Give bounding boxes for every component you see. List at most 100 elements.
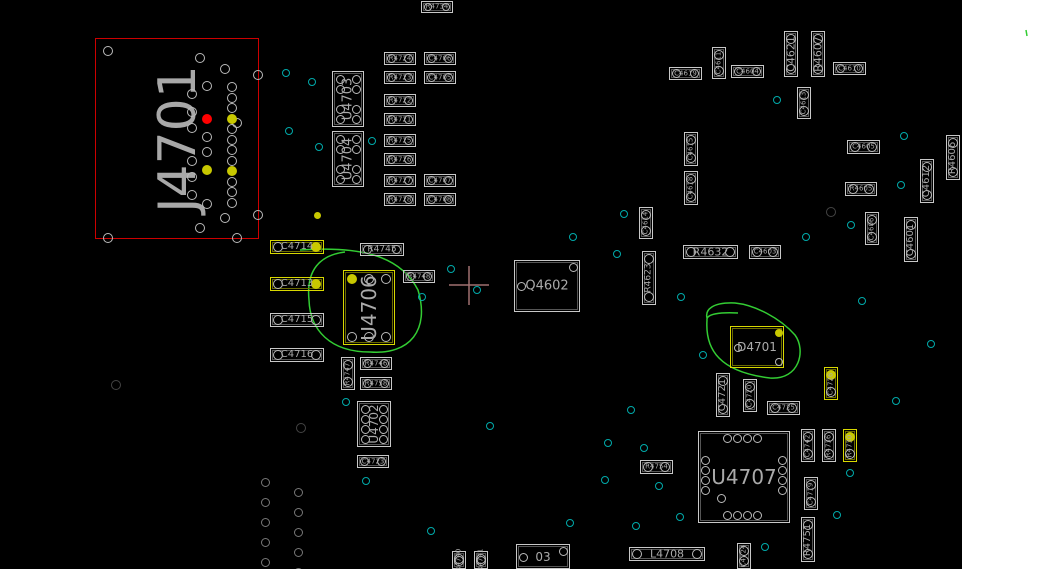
component-c4611[interactable]: C4611 bbox=[712, 47, 726, 79]
component-c4606[interactable]: C4606 bbox=[865, 212, 879, 245]
connector-pin[interactable] bbox=[220, 213, 230, 223]
component-r4728[interactable]: R4728 bbox=[384, 193, 416, 206]
selected-pin[interactable] bbox=[202, 114, 212, 124]
component-r4623[interactable]: R4623 bbox=[642, 251, 656, 305]
connector-pin[interactable] bbox=[202, 199, 212, 209]
component-r4605[interactable]: R4605 bbox=[845, 182, 877, 196]
connector-pin[interactable] bbox=[227, 155, 237, 166]
component-03[interactable]: 03 bbox=[516, 544, 570, 569]
connector-pin[interactable] bbox=[227, 82, 237, 92]
component-c4705[interactable]: C4705 bbox=[424, 71, 456, 84]
connector-pin[interactable] bbox=[253, 70, 263, 80]
component-r4751[interactable]: R4751 bbox=[801, 517, 815, 562]
component-c4619[interactable]: C4619 bbox=[669, 67, 702, 80]
component-c4725[interactable]: C4725 bbox=[767, 401, 800, 415]
component-c4603[interactable]: C4603 bbox=[749, 245, 781, 259]
connector-pin[interactable] bbox=[227, 113, 237, 124]
connector-pin[interactable] bbox=[202, 165, 212, 175]
component-r4758[interactable]: R4758 bbox=[360, 377, 392, 390]
component-c4604[interactable]: C4604 bbox=[731, 65, 764, 78]
component-r4746[interactable]: R4746 bbox=[360, 357, 392, 370]
component-c4610[interactable]: C4610 bbox=[833, 62, 866, 75]
component-c4621[interactable]: C4621 bbox=[784, 31, 798, 77]
component-c4726[interactable]: C4726 bbox=[824, 367, 838, 400]
component-c4714[interactable]: C4714 bbox=[270, 240, 324, 254]
connector-j4701[interactable]: J4701 bbox=[95, 38, 263, 243]
component-u4703[interactable]: U4703 bbox=[332, 71, 364, 127]
connector-pin[interactable] bbox=[227, 92, 237, 103]
connector-pin[interactable] bbox=[227, 176, 237, 187]
connector-pin[interactable] bbox=[227, 197, 237, 208]
component-c4742[interactable]: C4742 bbox=[801, 429, 815, 462]
component-r4632[interactable]: R4632 bbox=[683, 245, 738, 259]
component-r4734[interactable]: R4734 bbox=[421, 1, 453, 13]
component-c4721[interactable]: C4721 bbox=[716, 373, 730, 417]
component-c4605[interactable]: C4605 bbox=[847, 140, 880, 154]
component-r4748[interactable]: R4748 bbox=[403, 270, 435, 283]
component-r4724[interactable]: R4724 bbox=[384, 52, 416, 65]
component-r4727[interactable]: R4727 bbox=[384, 174, 416, 187]
component-r4741[interactable]: R4741 bbox=[474, 549, 488, 569]
component-r4721[interactable]: R4721 bbox=[384, 113, 416, 126]
connector-pin[interactable] bbox=[232, 233, 242, 243]
connector-pin[interactable] bbox=[187, 89, 197, 99]
component-u4707[interactable]: U4707 bbox=[698, 431, 790, 523]
connector-pin[interactable] bbox=[227, 187, 237, 197]
component-r4722[interactable]: R4722 bbox=[384, 94, 416, 107]
component-u4706[interactable]: U4706 bbox=[343, 270, 395, 345]
component-c4715[interactable]: C4715 bbox=[270, 313, 324, 327]
component-u4702[interactable]: U4702 bbox=[357, 401, 391, 447]
connector-pin[interactable] bbox=[187, 172, 197, 182]
component-r4607[interactable]: R4607 bbox=[811, 31, 825, 77]
connector-pin[interactable] bbox=[220, 64, 230, 74]
connector-pin[interactable] bbox=[202, 132, 212, 142]
component-c4724[interactable]: C4724 bbox=[737, 543, 751, 569]
component-c4614[interactable]: C4614 bbox=[639, 207, 653, 239]
component-r4723[interactable]: R4723 bbox=[384, 71, 416, 84]
connector-pin[interactable] bbox=[253, 210, 263, 220]
connector-pin[interactable] bbox=[202, 81, 212, 91]
component-c4618[interactable]: C4618 bbox=[684, 171, 698, 205]
connector-pin[interactable] bbox=[187, 107, 197, 117]
connector-pin[interactable] bbox=[187, 190, 197, 200]
connector-pin[interactable] bbox=[103, 233, 113, 243]
component-l4708[interactable]: L4708 bbox=[629, 547, 705, 561]
component-c4706[interactable]: C4706 bbox=[424, 52, 456, 65]
component-c4612[interactable]: C4612 bbox=[920, 159, 934, 203]
component-c4723[interactable]: C4723 bbox=[357, 455, 389, 468]
component-q4602[interactable]: Q4602 bbox=[514, 260, 580, 312]
component-c4713[interactable]: C4713 bbox=[270, 277, 324, 291]
connector-pin[interactable] bbox=[202, 147, 212, 157]
connector-pin[interactable] bbox=[227, 103, 237, 113]
pad bbox=[806, 497, 816, 507]
connector-pin[interactable] bbox=[103, 46, 113, 56]
component-r4754[interactable]: R4754 bbox=[640, 460, 673, 474]
component-r4745[interactable]: R4745 bbox=[360, 243, 404, 256]
connector-pin[interactable] bbox=[227, 145, 237, 155]
component-c4613[interactable]: C4613 bbox=[797, 87, 811, 119]
connector-pin[interactable] bbox=[187, 123, 197, 133]
connector-pin[interactable] bbox=[195, 53, 205, 63]
component-u4704[interactable]: U4704 bbox=[332, 131, 364, 187]
connector-pin[interactable] bbox=[227, 134, 237, 145]
component-c4720[interactable]: C4720 bbox=[743, 379, 757, 412]
component-r4747[interactable]: R4747 bbox=[341, 357, 355, 390]
component-r4730[interactable]: R4730 bbox=[843, 429, 857, 462]
component-c4615[interactable]: C4615 bbox=[684, 132, 698, 166]
component-r4606[interactable]: R4606 bbox=[946, 135, 960, 180]
component-c4601[interactable]: C4601 bbox=[904, 217, 918, 262]
component-c4708[interactable]: C4708 bbox=[424, 193, 456, 206]
component-c4716[interactable]: C4716 bbox=[270, 348, 324, 362]
component-r4726[interactable]: R4726 bbox=[384, 153, 416, 166]
connector-pin[interactable] bbox=[187, 156, 197, 166]
component-r4740[interactable]: R4740 bbox=[452, 549, 466, 569]
component-c4707[interactable]: C4707 bbox=[424, 174, 456, 187]
component-r4725[interactable]: R4725 bbox=[384, 134, 416, 147]
component-r4736[interactable]: R4736 bbox=[822, 429, 836, 462]
component-d4701[interactable]: D4701 bbox=[730, 326, 784, 368]
component-c4719[interactable]: C4719 bbox=[804, 477, 818, 510]
connector-pin[interactable] bbox=[195, 223, 205, 233]
connector-pin[interactable] bbox=[227, 124, 237, 134]
connector-pin[interactable] bbox=[227, 166, 237, 176]
